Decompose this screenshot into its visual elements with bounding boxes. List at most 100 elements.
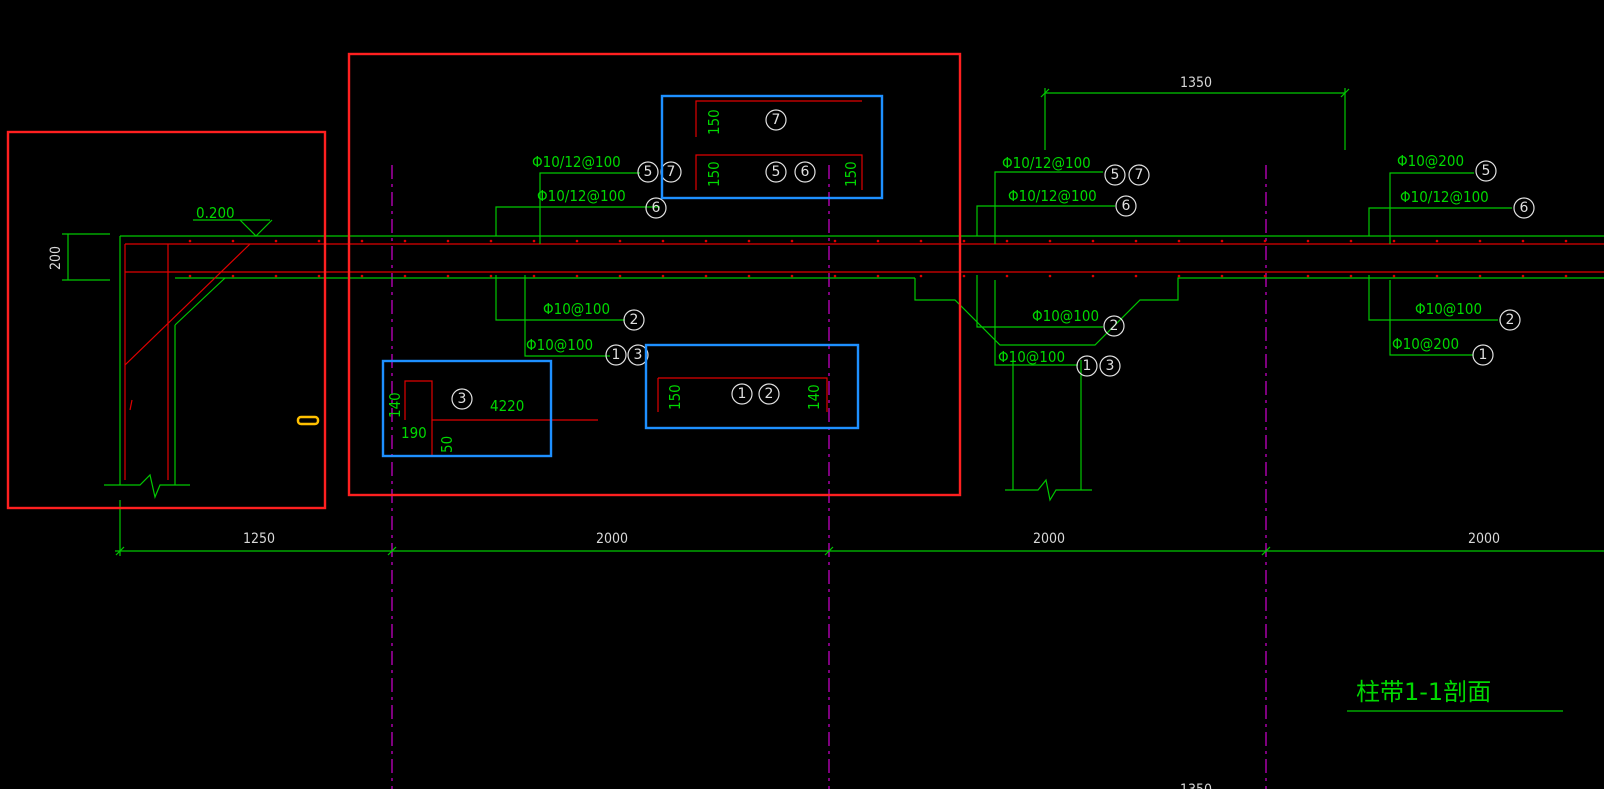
rebar-label: Φ10/12@100 <box>1400 188 1489 206</box>
rebar-dot <box>747 274 751 278</box>
rebar-dot <box>1521 239 1525 243</box>
bar-number-text: 6 <box>1520 200 1529 216</box>
rebar-dots <box>188 239 1568 278</box>
rebar-dot <box>833 274 837 278</box>
rebar-dot <box>1220 274 1224 278</box>
highlight-box-red-middle <box>347 52 962 497</box>
bar-number-circle <box>731 383 753 405</box>
detail-dim: 150 <box>705 161 723 187</box>
rebar-label: Φ10@100 <box>998 348 1065 366</box>
bar-number-circle <box>758 383 780 405</box>
rebar-dot <box>274 239 278 243</box>
bar-number-text: 1 <box>612 347 621 363</box>
rebar-dot <box>618 239 622 243</box>
rebar-dot <box>274 274 278 278</box>
bar-number-text: 3 <box>458 391 467 407</box>
rebar-dot <box>489 274 493 278</box>
rebar-dot <box>1564 239 1568 243</box>
rebar-dot <box>231 239 235 243</box>
rebar-label: Φ10/12@100 <box>532 153 621 171</box>
rebar-dot <box>1134 239 1138 243</box>
rebar-dot <box>1177 239 1181 243</box>
bar-number-circle <box>451 388 473 410</box>
bar-number-circle <box>637 161 659 183</box>
rebar-label: Φ10/12@100 <box>537 187 626 205</box>
rebar-dot <box>962 274 966 278</box>
dim-span-4: 2000 <box>1468 531 1500 547</box>
rebar-dot <box>1478 274 1482 278</box>
bar-number-circle <box>1104 164 1126 186</box>
rebar-dot <box>919 239 923 243</box>
bar-number-circle <box>1099 355 1121 377</box>
highlight-box-blue-left <box>381 359 553 458</box>
bar-number-circle <box>1115 195 1137 217</box>
bar-number-circle <box>605 344 627 366</box>
dim-span-partial: 1350 <box>1180 782 1212 789</box>
dim-span-3: 2000 <box>1033 531 1065 547</box>
detail-left: 140 4220 190 50 <box>386 380 598 455</box>
selection-marker[interactable] <box>296 415 320 426</box>
rebar-dot <box>1564 274 1568 278</box>
rebar-dot <box>1392 274 1396 278</box>
rebar-dot <box>1048 274 1052 278</box>
dim-slab-thickness: 200 <box>48 246 64 270</box>
dim-ticks <box>115 88 1350 556</box>
rebar-label: Φ10@100 <box>543 300 610 318</box>
rebar-dot <box>1306 274 1310 278</box>
highlight-box-blue-bottom <box>644 343 860 430</box>
highlight-box-red-left <box>6 130 327 510</box>
bar-number-text: 5 <box>644 164 653 180</box>
bar-number-text: 5 <box>1111 167 1120 183</box>
bar-number-circle <box>1499 309 1521 331</box>
highlight-box-blue-top <box>660 94 884 200</box>
rebar-dot <box>661 239 665 243</box>
rebar-dot <box>1392 239 1396 243</box>
bar-number-text: 5 <box>1482 163 1491 179</box>
rebar-dot <box>1220 239 1224 243</box>
bar-number-text: 7 <box>1135 167 1144 183</box>
bar-number-circle <box>1103 315 1125 337</box>
bar-number-circle <box>1475 160 1497 182</box>
rebar-label: Φ10/12@100 <box>1008 187 1097 205</box>
rebar-dot <box>1134 274 1138 278</box>
rebar-dot <box>1478 239 1482 243</box>
rebar-dot <box>1306 239 1310 243</box>
rebar-dot <box>790 239 794 243</box>
rebar-dot <box>317 239 321 243</box>
bar-number-text: 1 <box>738 386 747 402</box>
rebar-dot <box>1349 239 1353 243</box>
detail-dim: 140 <box>805 384 823 410</box>
detail-dim: 4220 <box>490 397 524 415</box>
rebar-dot <box>919 274 923 278</box>
rebar-dot <box>188 274 192 278</box>
rebar-dot <box>661 274 665 278</box>
detail-dim: 190 <box>401 424 427 442</box>
bar-number-text: 2 <box>1110 318 1119 334</box>
rebar-dot <box>1521 274 1525 278</box>
rebar-dot <box>1435 274 1439 278</box>
detail-dim: 150 <box>666 384 684 410</box>
detail-dim: 150 <box>842 161 860 187</box>
rebar-dot <box>1091 239 1095 243</box>
rebar-dot <box>532 239 536 243</box>
bar-number-text: 1 <box>1083 358 1092 374</box>
rebar-label: Φ10/12@100 <box>1002 154 1091 172</box>
rebar-dot <box>575 239 579 243</box>
rebar-dot <box>1005 239 1009 243</box>
rebar-dot <box>489 239 493 243</box>
dim-span-1: 1250 <box>243 531 275 547</box>
rebar-dot <box>231 274 235 278</box>
dim-top-span: 1350 <box>1180 75 1212 91</box>
bar-number-circle <box>794 161 816 183</box>
detail-dim: 150 <box>705 109 723 135</box>
rebar-dot <box>1263 274 1267 278</box>
bar-number-text: 1 <box>1479 347 1488 363</box>
bar-number-circle <box>765 161 787 183</box>
rebar-dot <box>1177 274 1181 278</box>
bar-number-circle <box>645 197 667 219</box>
bar-number-circle <box>627 344 649 366</box>
rebar-dot <box>317 274 321 278</box>
rebar-dot <box>833 239 837 243</box>
rebar-dot <box>1263 239 1267 243</box>
